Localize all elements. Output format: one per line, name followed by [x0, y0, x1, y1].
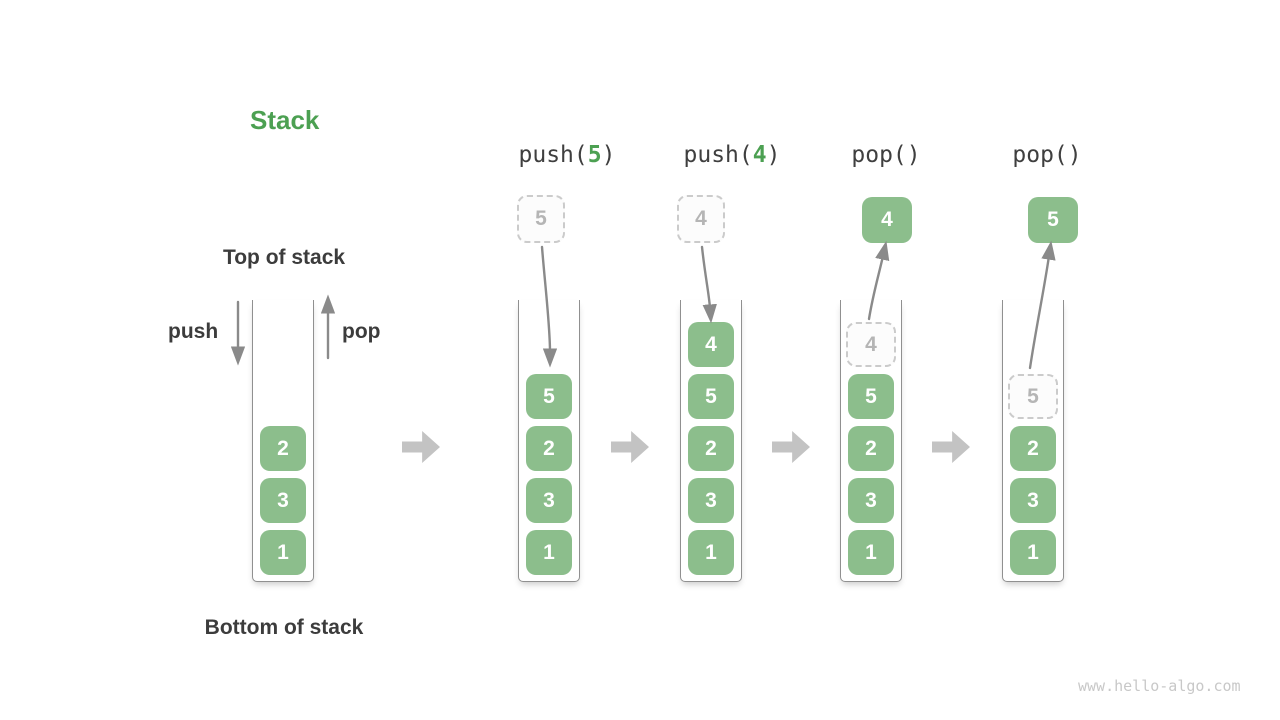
stack-item: 5 — [688, 374, 734, 419]
op-text: push( — [518, 142, 588, 168]
op-text: pop() — [851, 142, 921, 168]
op-label-pop-2: pop() — [1012, 142, 1081, 168]
op-argument: 4 — [752, 142, 767, 168]
push-label: push — [168, 320, 219, 343]
transition-arrow-icon — [611, 431, 649, 463]
stack-vessel-after-pop-5: 1 3 2 5 — [1002, 300, 1064, 582]
stack-item: 1 — [260, 530, 306, 575]
stack-item: 3 — [260, 478, 306, 523]
popped-value-box: 4 — [862, 197, 912, 243]
op-label-push-4: push(4) — [684, 142, 781, 168]
stack-item: 5 — [848, 374, 894, 419]
stack-items: 1 3 2 5 — [1003, 300, 1063, 581]
stack-vessel-after-pop-4: 1 3 2 5 4 — [840, 300, 902, 582]
bottom-of-stack-label: Bottom of stack — [204, 616, 364, 639]
stack-item: 3 — [1010, 478, 1056, 523]
stack-item: 3 — [848, 478, 894, 523]
stack-item: 2 — [260, 426, 306, 471]
popped-slot-ghost: 4 — [846, 322, 896, 367]
diagram-title: Stack — [250, 105, 320, 135]
pop-label: pop — [342, 320, 381, 343]
stack-items: 1 3 2 5 4 — [681, 300, 741, 581]
stack-vessel-after-push-4: 1 3 2 5 4 — [680, 300, 742, 582]
incoming-value-box: 4 — [677, 195, 725, 243]
transition-arrow-icon — [932, 431, 970, 463]
stack-item: 5 — [526, 374, 572, 419]
stack-items: 1 3 2 — [253, 300, 313, 581]
stack-item: 2 — [688, 426, 734, 471]
stack-items: 1 3 2 5 — [519, 300, 579, 581]
stack-item: 2 — [526, 426, 572, 471]
stack-item: 2 — [848, 426, 894, 471]
popped-slot-ghost: 5 — [1008, 374, 1058, 419]
stack-item: 1 — [848, 530, 894, 575]
stack-item: 3 — [688, 478, 734, 523]
op-label-push-5: push(5) — [519, 142, 616, 168]
stack-vessel-after-push-5: 1 3 2 5 — [518, 300, 580, 582]
push-4-arrow-icon — [700, 245, 717, 324]
stack-item: 2 — [1010, 426, 1056, 471]
transition-arrow-icon — [402, 431, 440, 463]
incoming-value-box: 5 — [517, 195, 565, 243]
op-argument: 5 — [587, 142, 602, 168]
op-text: push( — [683, 142, 753, 168]
popped-value-box: 5 — [1028, 197, 1078, 243]
op-text: ) — [766, 142, 781, 168]
stack-item: 1 — [688, 530, 734, 575]
top-of-stack-label: Top of stack — [222, 246, 346, 269]
stack-item: 1 — [526, 530, 572, 575]
op-text: ) — [601, 142, 616, 168]
op-text: pop() — [1012, 142, 1082, 168]
op-label-pop-1: pop() — [851, 142, 920, 168]
stack-vessel-initial: 1 3 2 — [252, 300, 314, 582]
stack-item: 3 — [526, 478, 572, 523]
watermark: www.hello-algo.com — [1078, 677, 1241, 695]
transition-arrow-icon — [772, 431, 810, 463]
stack-item: 4 — [688, 322, 734, 367]
stack-items: 1 3 2 5 4 — [841, 300, 901, 581]
stack-item: 1 — [1010, 530, 1056, 575]
